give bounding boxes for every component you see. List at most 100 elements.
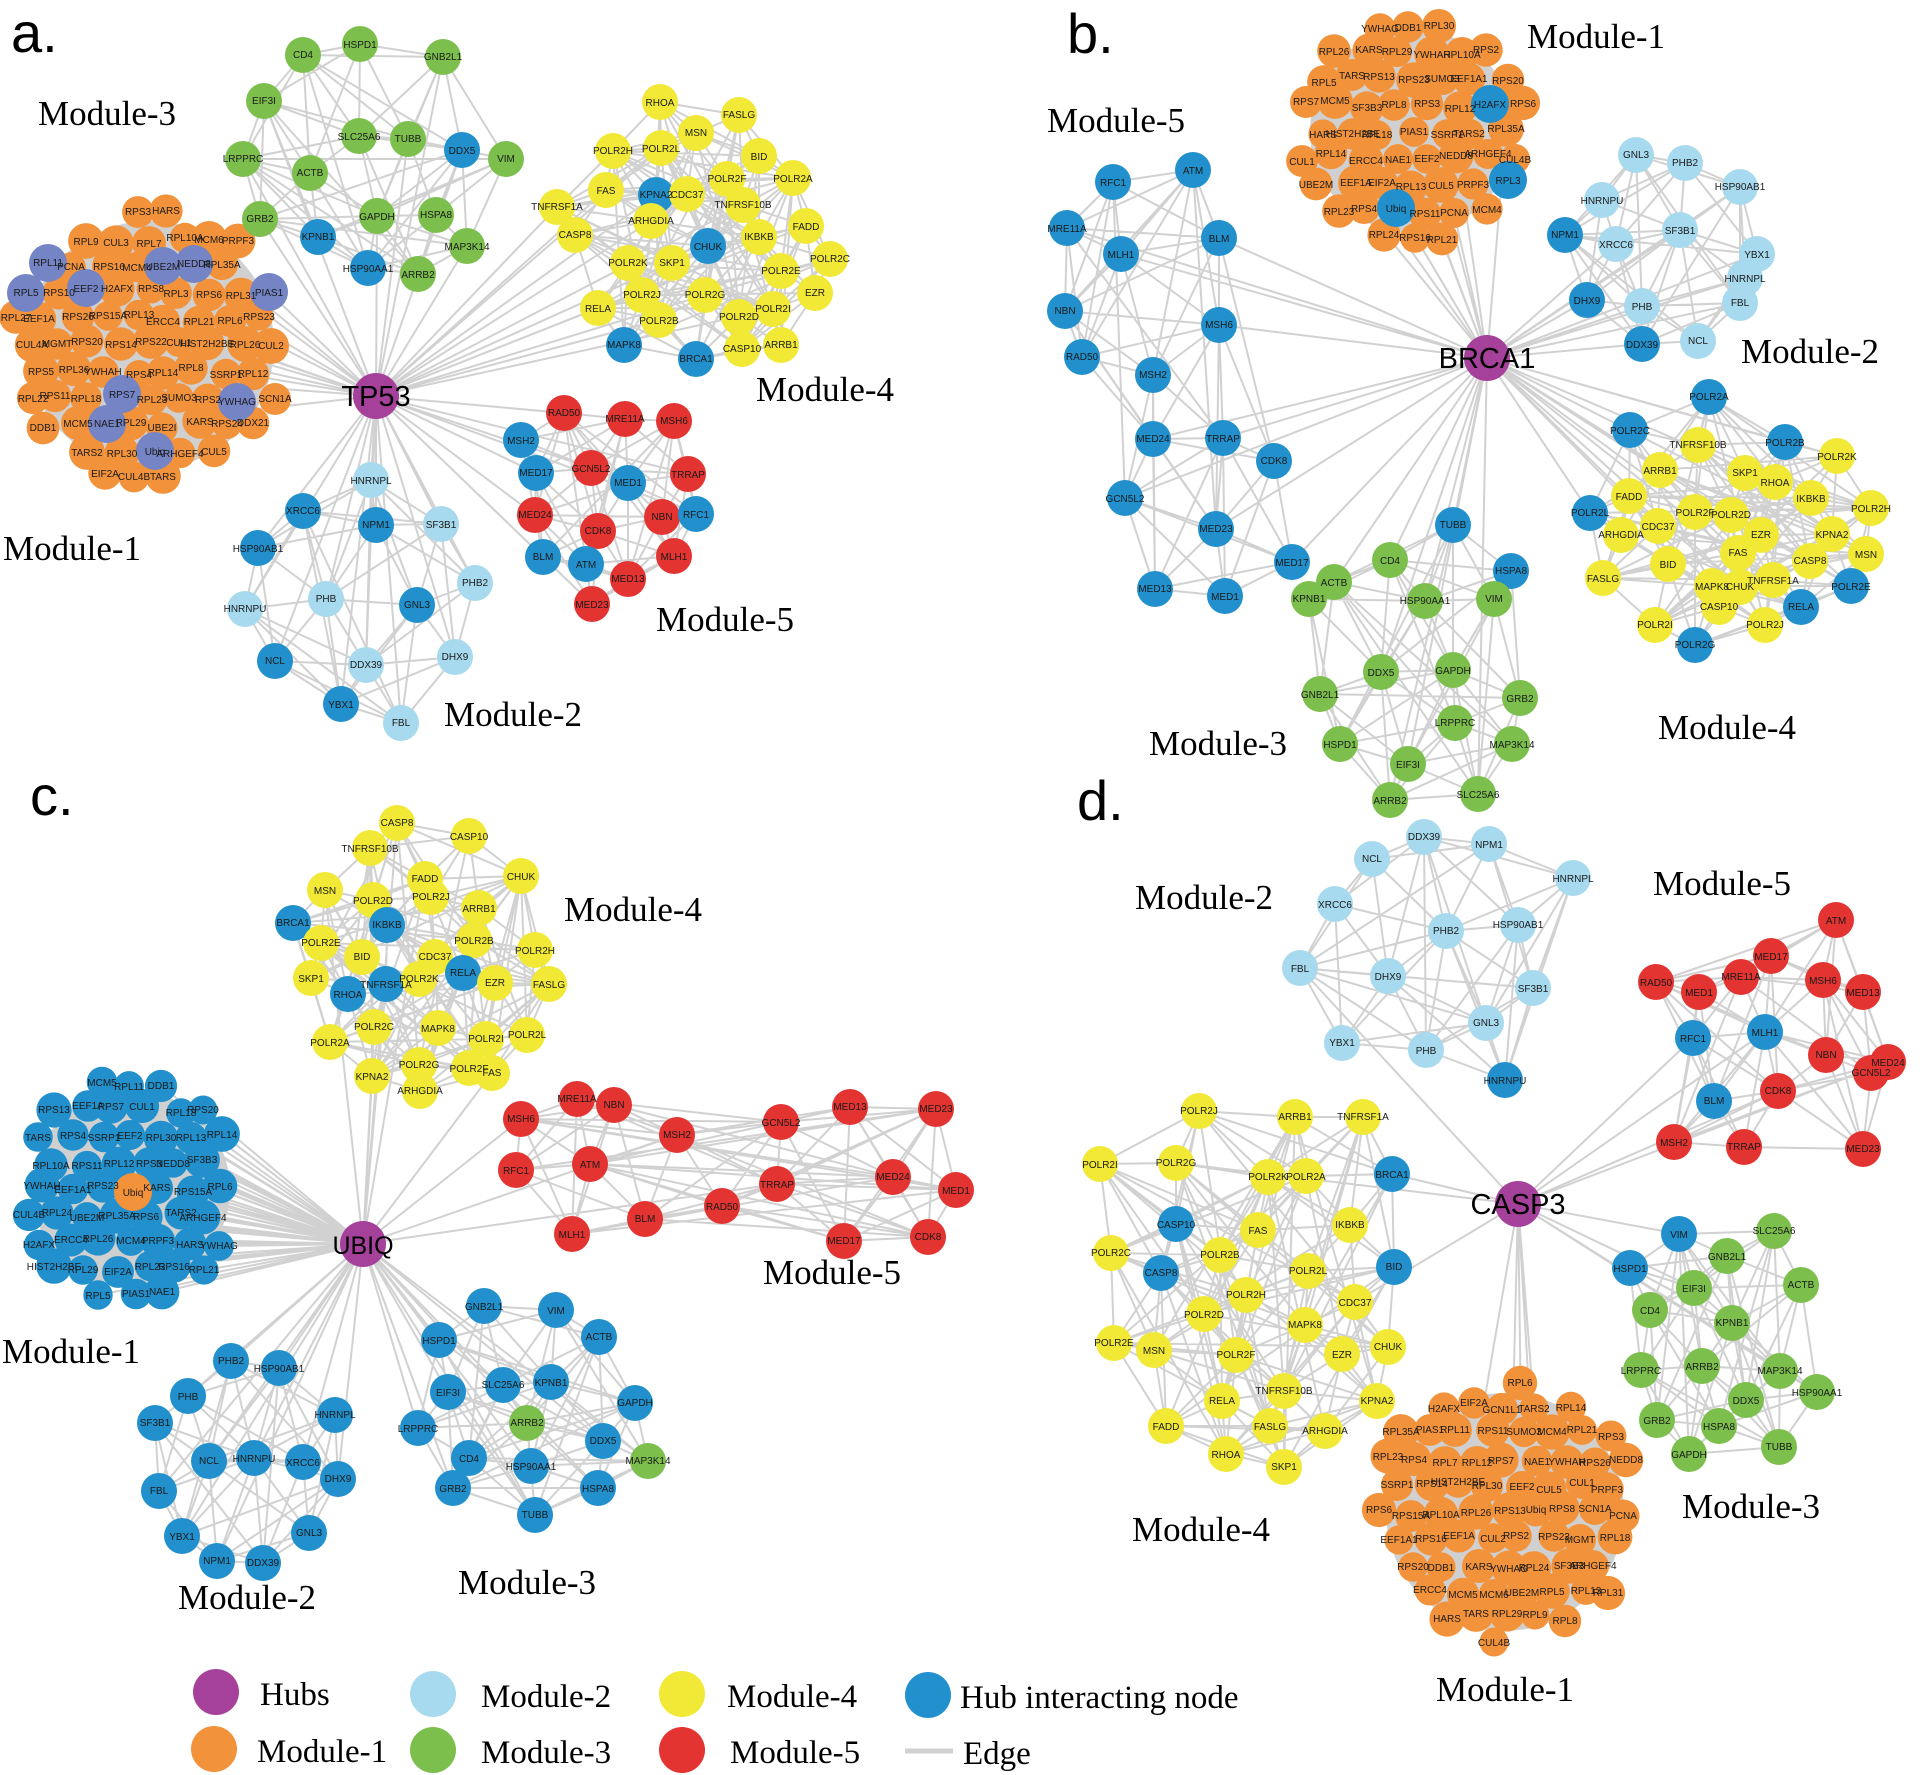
svg-text:POLR2J: POLR2J [1180, 1106, 1218, 1117]
svg-text:NBN: NBN [651, 512, 672, 523]
svg-text:KARS: KARS [1465, 1562, 1493, 1573]
svg-text:MLH1: MLH1 [1108, 250, 1135, 261]
svg-text:RPL3: RPL3 [163, 289, 188, 300]
svg-text:CUL4A: CUL4A [16, 340, 49, 351]
svg-text:RPS24: RPS24 [211, 419, 243, 430]
svg-text:KPNB1: KPNB1 [1293, 594, 1326, 605]
svg-text:PIAS1: PIAS1 [255, 288, 284, 299]
svg-text:MED17: MED17 [1754, 952, 1788, 963]
svg-text:TUBB: TUBB [1766, 1442, 1793, 1453]
svg-text:MRE11A: MRE11A [1047, 224, 1087, 235]
svg-text:ERCC4: ERCC4 [1413, 1585, 1447, 1596]
svg-text:RPL26: RPL26 [83, 1234, 114, 1245]
svg-text:SSRP1: SSRP1 [1381, 1480, 1414, 1491]
svg-text:LRPPRC: LRPPRC [223, 154, 264, 165]
svg-text:POLR2K: POLR2K [399, 974, 439, 985]
svg-text:FBL: FBL [150, 1486, 169, 1497]
svg-text:SF3B3: SF3B3 [1554, 1561, 1585, 1572]
svg-text:POLR2B: POLR2B [454, 936, 494, 947]
svg-text:ARRB1: ARRB1 [462, 904, 496, 915]
svg-text:MGMT: MGMT [42, 339, 73, 350]
svg-text:MED24: MED24 [518, 510, 552, 521]
svg-text:RPS13: RPS13 [38, 1105, 70, 1116]
svg-text:TNFRSF1A: TNFRSF1A [360, 980, 412, 991]
svg-text:MCM5: MCM5 [1448, 1590, 1478, 1601]
svg-text:ERCC4: ERCC4 [54, 1235, 88, 1246]
svg-text:RPS7: RPS7 [1293, 97, 1320, 108]
svg-text:PIAS1: PIAS1 [1400, 127, 1429, 138]
svg-text:NCL: NCL [1362, 854, 1382, 865]
svg-text:TARS2: TARS2 [165, 1208, 197, 1219]
svg-text:H2AFX: H2AFX [23, 1240, 56, 1251]
svg-text:GNL3: GNL3 [1623, 150, 1650, 161]
svg-text:MED13: MED13 [611, 574, 645, 585]
svg-text:HSP90AA1: HSP90AA1 [1792, 1388, 1843, 1399]
svg-text:RPS5: RPS5 [28, 367, 55, 378]
svg-text:NAE1: NAE1 [1524, 1457, 1551, 1468]
svg-text:GRB2: GRB2 [439, 1484, 467, 1495]
svg-text:CUL4B: CUL4B [1478, 1638, 1511, 1649]
svg-text:TUBB: TUBB [395, 134, 422, 145]
svg-text:POLR2E: POLR2E [1094, 1338, 1134, 1349]
svg-text:CDC37: CDC37 [1642, 522, 1675, 533]
svg-text:TUBB: TUBB [522, 1510, 549, 1521]
svg-text:PRPF3: PRPF3 [142, 1236, 175, 1247]
svg-text:FASLG: FASLG [533, 980, 565, 991]
svg-text:Edge: Edge [963, 1736, 1031, 1772]
svg-text:MCM4: MCM4 [1537, 1427, 1567, 1438]
svg-text:RPL35A: RPL35A [1487, 124, 1525, 135]
svg-text:MAP3K14: MAP3K14 [625, 1456, 670, 1467]
svg-text:BLM: BLM [1704, 1096, 1725, 1107]
svg-text:RPL8: RPL8 [1552, 1616, 1577, 1627]
svg-text:SF3B3: SF3B3 [187, 1155, 218, 1166]
svg-text:HSPA8: HSPA8 [420, 210, 452, 221]
svg-text:POLR2J: POLR2J [623, 290, 661, 301]
svg-text:DDB1: DDB1 [30, 423, 57, 434]
svg-text:c.: c. [30, 764, 74, 827]
svg-text:ARHGDIA: ARHGDIA [628, 216, 674, 227]
svg-text:RPS11: RPS11 [1410, 209, 1441, 220]
svg-text:HSP90AB1: HSP90AB1 [1493, 920, 1544, 931]
svg-text:MCM5: MCM5 [63, 419, 93, 430]
svg-text:ERCC4: ERCC4 [1349, 156, 1383, 167]
svg-text:RPL30: RPL30 [1424, 21, 1455, 32]
svg-text:YWHAH: YWHAH [1548, 1457, 1585, 1468]
svg-text:FAS: FAS [1249, 1226, 1268, 1237]
svg-text:CUL2: CUL2 [1480, 1534, 1506, 1545]
svg-text:MGMT: MGMT [1565, 1535, 1596, 1546]
svg-text:Module-1: Module-1 [1527, 17, 1665, 56]
svg-text:RPS6: RPS6 [133, 1212, 160, 1223]
svg-text:Module-5: Module-5 [1653, 864, 1791, 903]
svg-text:TNFRSF1A: TNFRSF1A [1337, 1112, 1389, 1123]
svg-text:MCM6: MCM6 [194, 235, 224, 246]
svg-text:CUL5: CUL5 [1536, 1485, 1562, 1496]
svg-text:POLR2C: POLR2C [354, 1022, 394, 1033]
svg-text:VIM: VIM [1670, 1230, 1688, 1241]
svg-text:ARRB1: ARRB1 [1643, 466, 1677, 477]
svg-text:RPL30: RPL30 [107, 449, 138, 460]
svg-text:ARHGEF4: ARHGEF4 [156, 449, 204, 460]
svg-text:RPL24: RPL24 [42, 1208, 73, 1219]
svg-text:PHB2: PHB2 [218, 1356, 245, 1367]
svg-text:RAD50: RAD50 [1066, 352, 1099, 363]
svg-text:Module-1: Module-1 [2, 1332, 140, 1371]
svg-text:FBL: FBL [1731, 298, 1750, 309]
svg-text:RPS6: RPS6 [196, 290, 223, 301]
svg-text:RPS23: RPS23 [87, 1181, 119, 1192]
svg-text:CHUK: CHUK [1726, 582, 1755, 593]
svg-text:DDX39: DDX39 [1626, 340, 1659, 351]
svg-text:BID: BID [1660, 560, 1677, 571]
svg-text:MED13: MED13 [1846, 988, 1880, 999]
svg-text:TARS2: TARS2 [71, 448, 103, 459]
svg-text:CASP8: CASP8 [1145, 1268, 1178, 1279]
svg-text:MAPK8: MAPK8 [1695, 582, 1729, 593]
svg-text:NBN: NBN [603, 1100, 624, 1111]
svg-text:BID: BID [354, 952, 371, 963]
svg-text:RPL23: RPL23 [1324, 207, 1355, 218]
svg-text:CASP10: CASP10 [723, 344, 762, 355]
svg-text:YBX1: YBX1 [1329, 1038, 1355, 1049]
svg-text:RELA: RELA [1788, 602, 1814, 613]
svg-text:MED23: MED23 [575, 600, 609, 611]
svg-text:POLR2I: POLR2I [468, 1034, 504, 1045]
svg-text:MED13: MED13 [833, 1102, 867, 1113]
